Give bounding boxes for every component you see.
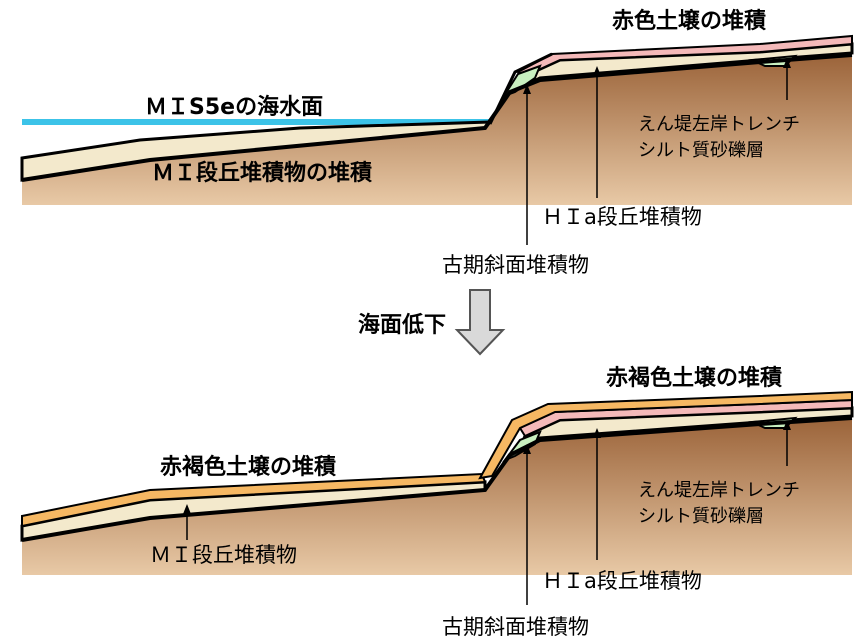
top-section: ＭＩS5eの海水面 ＭＩ段丘堆積物の堆積 赤色土壌の堆積 えん堤左岸トレンチ シ… <box>20 8 854 277</box>
label-sea-level-drop: 海面低下 <box>358 312 446 338</box>
label-red-brown-soil-left: 赤褐色土壌の堆積 <box>160 454 337 480</box>
label-red-soil-deposition: 赤色土壌の堆積 <box>612 8 767 34</box>
label-red-brown-soil-right: 赤褐色土壌の堆積 <box>606 365 783 391</box>
label-old-slope-deposit: 古期斜面堆積物 <box>442 615 589 639</box>
top-trench-arrowhead <box>783 58 791 68</box>
top-soil-body <box>22 53 852 205</box>
label-sea-level: ＭＩS5eの海水面 <box>145 94 323 120</box>
bottom-mi-arrowhead <box>183 504 191 514</box>
label-hia-deposit: ＨＩa段丘堆積物 <box>542 569 702 593</box>
top-hia-arrowhead <box>593 66 601 76</box>
label-trench-layer: シルト質砂礫層 <box>638 506 764 527</box>
label-mi-deposit-deposition: ＭＩ段丘堆積物の堆積 <box>152 160 373 186</box>
top-old-slope-arrowhead <box>523 84 531 94</box>
bottom-ground-line <box>21 416 853 542</box>
transition: 海面低下 <box>358 289 506 356</box>
bottom-section: 赤褐色土壌の堆積 赤褐色土壌の堆積 ＭＩ段丘堆積物 えん堤左岸トレンチ シルト質… <box>20 365 854 639</box>
bottom-trench-arrowhead <box>783 420 791 430</box>
bottom-hia-arrowhead <box>593 428 601 438</box>
label-trench-layer: シルト質砂礫層 <box>638 140 764 161</box>
label-trench: えん堤左岸トレンチ <box>638 480 800 501</box>
down-arrow-icon <box>454 289 506 356</box>
label-old-slope-deposit: 古期斜面堆積物 <box>442 253 589 277</box>
bottom-old-slope-arrowhead <box>523 444 531 454</box>
bottom-red-brown-band-right <box>478 390 853 480</box>
top-ground-line <box>21 53 853 182</box>
top-scarp-line <box>488 52 553 125</box>
label-mi-deposit: ＭＩ段丘堆積物 <box>150 543 297 567</box>
label-hia-deposit: ＨＩa段丘堆積物 <box>542 205 702 229</box>
bottom-red-brown-band-left <box>21 472 487 528</box>
label-trench: えん堤左岸トレンチ <box>638 114 800 135</box>
